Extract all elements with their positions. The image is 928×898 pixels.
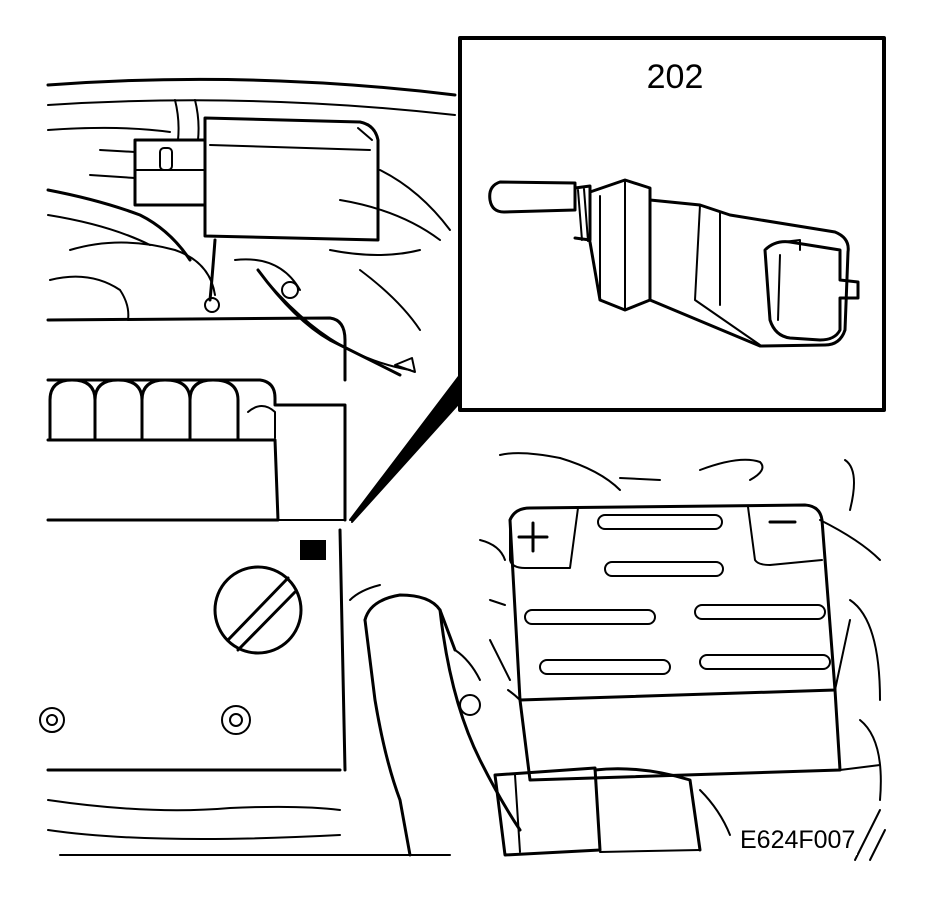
coolant-hose [349, 584, 702, 857]
relay-box [203, 116, 380, 242]
valve-cover [39, 378, 451, 856]
connector-block [133, 138, 207, 207]
plus-terminal-icon [517, 521, 549, 553]
oil-filler-cap [213, 565, 303, 655]
callout-box [458, 36, 886, 412]
battery-top [508, 503, 837, 702]
figure-code-label: E624F007 [738, 826, 858, 855]
filled-square-marker-icon [300, 540, 326, 560]
hose-sleeve [493, 766, 602, 857]
battery [479, 452, 886, 861]
temperature-sensor-icon [488, 178, 860, 348]
upper-engine-area [46, 77, 457, 382]
callout-pointer [349, 374, 463, 523]
callout-number-label: 202 [646, 58, 704, 96]
